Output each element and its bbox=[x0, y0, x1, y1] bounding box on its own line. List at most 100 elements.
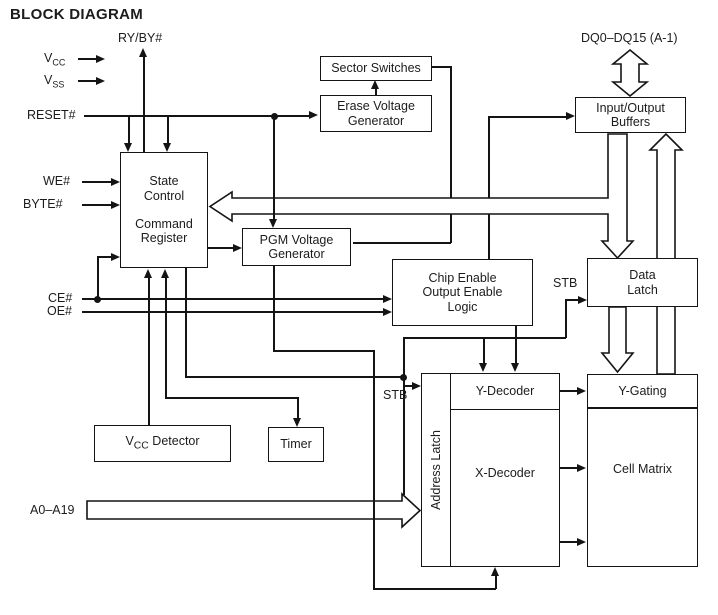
wire-statecontrol-to-pgm bbox=[208, 247, 233, 249]
io-buffers-block: Input/Output Buffers bbox=[575, 97, 686, 133]
io-buffers-label-1: Input/Output bbox=[596, 100, 665, 115]
chip-enable-label-3: Logic bbox=[447, 299, 478, 314]
arrowhead-into-cellmatrix-2 bbox=[577, 537, 586, 546]
arrowhead-vcc bbox=[96, 54, 105, 63]
signal-label-byte: BYTE# bbox=[23, 197, 63, 211]
wire-oe bbox=[82, 311, 384, 313]
vcc-detector-block: VCC Detector bbox=[94, 425, 231, 462]
arrowhead-into-sector-switches bbox=[370, 80, 379, 89]
bus-dq-bidirectional-arrow bbox=[610, 48, 650, 98]
signal-label-ce: CE# bbox=[48, 291, 73, 305]
arrowhead-byte bbox=[111, 200, 120, 209]
wire-timer-v2 bbox=[297, 397, 299, 419]
wire-reset-to-pgm bbox=[273, 116, 275, 219]
wire-vcc bbox=[78, 58, 98, 60]
wire-timer-v1 bbox=[165, 277, 167, 398]
pgm-vg-label-1: PGM Voltage bbox=[259, 232, 334, 247]
arrowhead-ce-into-statecontrol bbox=[111, 252, 120, 261]
wire-stb-to-ydecoder bbox=[483, 337, 485, 364]
timer-block: Timer bbox=[268, 427, 324, 462]
wire-ce bbox=[82, 298, 384, 300]
arrowhead-stb-into-datalatch bbox=[578, 295, 587, 304]
bus-ygating-to-buffers-up-arrow bbox=[648, 132, 684, 375]
arrowhead-ce-into-chipenable bbox=[383, 294, 392, 303]
arrowhead-oe-into-chipenable bbox=[383, 307, 392, 316]
arrowhead-into-ydecoder-1 bbox=[479, 363, 487, 372]
arrowhead-into-pgm-top bbox=[269, 219, 277, 228]
wire-xdecoder-to-cellmatrix-1 bbox=[560, 467, 578, 469]
wire-sector-switches-output bbox=[432, 66, 451, 68]
data-latch-label-2: Latch bbox=[627, 282, 658, 297]
decoder-section: Y-Decoder X-Decoder bbox=[451, 374, 559, 566]
wire-stb-into-addresslatch bbox=[403, 385, 413, 387]
wire-chipenable-to-ydecoder bbox=[515, 326, 517, 364]
wire-erase-to-sector bbox=[375, 88, 377, 96]
address-latch-label: Address Latch bbox=[428, 430, 443, 510]
signal-label-oe: OE# bbox=[47, 304, 73, 318]
vcc-detector-label: VCC Detector bbox=[125, 434, 200, 452]
wire-pgm-to-xdecoder-v2 bbox=[373, 350, 375, 589]
state-control-label-2: Control bbox=[143, 188, 185, 203]
y-decoder-label: Y-Decoder bbox=[475, 384, 535, 399]
wire-stb-datalatch-riser bbox=[565, 299, 567, 338]
wire-into-pgm-right bbox=[353, 242, 451, 244]
wire-stb-h2 bbox=[403, 337, 566, 339]
arrowhead-into-cellmatrix-1 bbox=[577, 463, 586, 472]
arrowhead-into-statecontrol-top-1 bbox=[123, 143, 132, 152]
wire-ce-branch-h bbox=[97, 256, 112, 258]
chip-enable-logic-block: Chip Enable Output Enable Logic bbox=[392, 259, 533, 326]
signal-label-vcc: VCC bbox=[44, 51, 66, 68]
arrowhead-stb-into-addresslatch bbox=[412, 381, 421, 390]
y-gating-block: Y-Gating bbox=[587, 374, 698, 408]
arrowhead-vss bbox=[96, 76, 105, 85]
state-control-label-3: Command bbox=[135, 217, 193, 231]
sector-switches-label: Sector Switches bbox=[331, 61, 421, 76]
x-decoder-section: X-Decoder bbox=[451, 410, 559, 567]
arrowhead-into-ygating bbox=[577, 386, 586, 395]
arrowhead-into-erase-vg bbox=[309, 111, 318, 119]
wire-chipenable-to-buffers-vertical bbox=[488, 116, 490, 259]
timer-label: Timer bbox=[280, 437, 312, 452]
sector-switches-block: Sector Switches bbox=[320, 56, 432, 81]
wire-stb-up bbox=[403, 337, 405, 377]
arrowhead-into-io-buffers bbox=[566, 111, 575, 120]
wire-reset bbox=[84, 115, 310, 117]
y-decoder-section: Y-Decoder bbox=[451, 374, 559, 410]
signal-label-ryby: RY/BY# bbox=[118, 31, 163, 45]
erase-vg-label-2: Generator bbox=[347, 113, 405, 128]
wire-xdecoder-to-cellmatrix-2 bbox=[560, 541, 578, 543]
bus-buffers-to-datalatch-and-statecontrol bbox=[208, 133, 635, 260]
wire-byte bbox=[82, 204, 112, 206]
signal-label-reset: RESET# bbox=[27, 108, 76, 122]
arrowhead-into-timer bbox=[293, 418, 301, 427]
wire-stb-h1 bbox=[185, 376, 404, 378]
wire-vss bbox=[78, 80, 98, 82]
arrowhead-into-pgm-left bbox=[233, 243, 242, 252]
arrowhead-into-ydecoder-2 bbox=[511, 363, 519, 372]
arrowhead-vccdetector-up bbox=[143, 269, 152, 278]
wire-stb-down-to-addressbus bbox=[403, 377, 405, 495]
arrowhead-ryby-up bbox=[138, 48, 147, 57]
arrowhead-into-statecontrol-top-2 bbox=[162, 143, 171, 152]
wire-pgm-to-xdecoder-v1 bbox=[273, 266, 275, 351]
io-buffers-label-2: Buffers bbox=[610, 115, 651, 129]
data-latch-block: Data Latch bbox=[587, 258, 698, 307]
state-control-label-4: Register bbox=[140, 231, 188, 246]
wire-pgm-to-xdecoder-v3 bbox=[495, 576, 497, 589]
wire-we bbox=[82, 181, 112, 183]
x-decoder-label: X-Decoder bbox=[475, 465, 535, 480]
state-control-label-1: State bbox=[149, 174, 179, 189]
signal-label-dq: DQ0–DQ15 (A-1) bbox=[581, 31, 678, 45]
pgm-voltage-generator-block: PGM Voltage Generator bbox=[242, 228, 351, 266]
wire-pgm-to-xdecoder-h1 bbox=[273, 350, 374, 352]
wire-stb-datalatch-h bbox=[565, 299, 578, 301]
wire-timer-h bbox=[165, 397, 298, 399]
cell-matrix-label: Cell Matrix bbox=[612, 462, 673, 477]
arrowhead-we bbox=[111, 177, 120, 186]
wire-ryby bbox=[143, 56, 145, 152]
signal-label-addresses: A0–A19 bbox=[30, 503, 75, 517]
pgm-vg-label-2: Generator bbox=[268, 247, 325, 261]
address-latch-section: Address Latch bbox=[422, 374, 451, 566]
